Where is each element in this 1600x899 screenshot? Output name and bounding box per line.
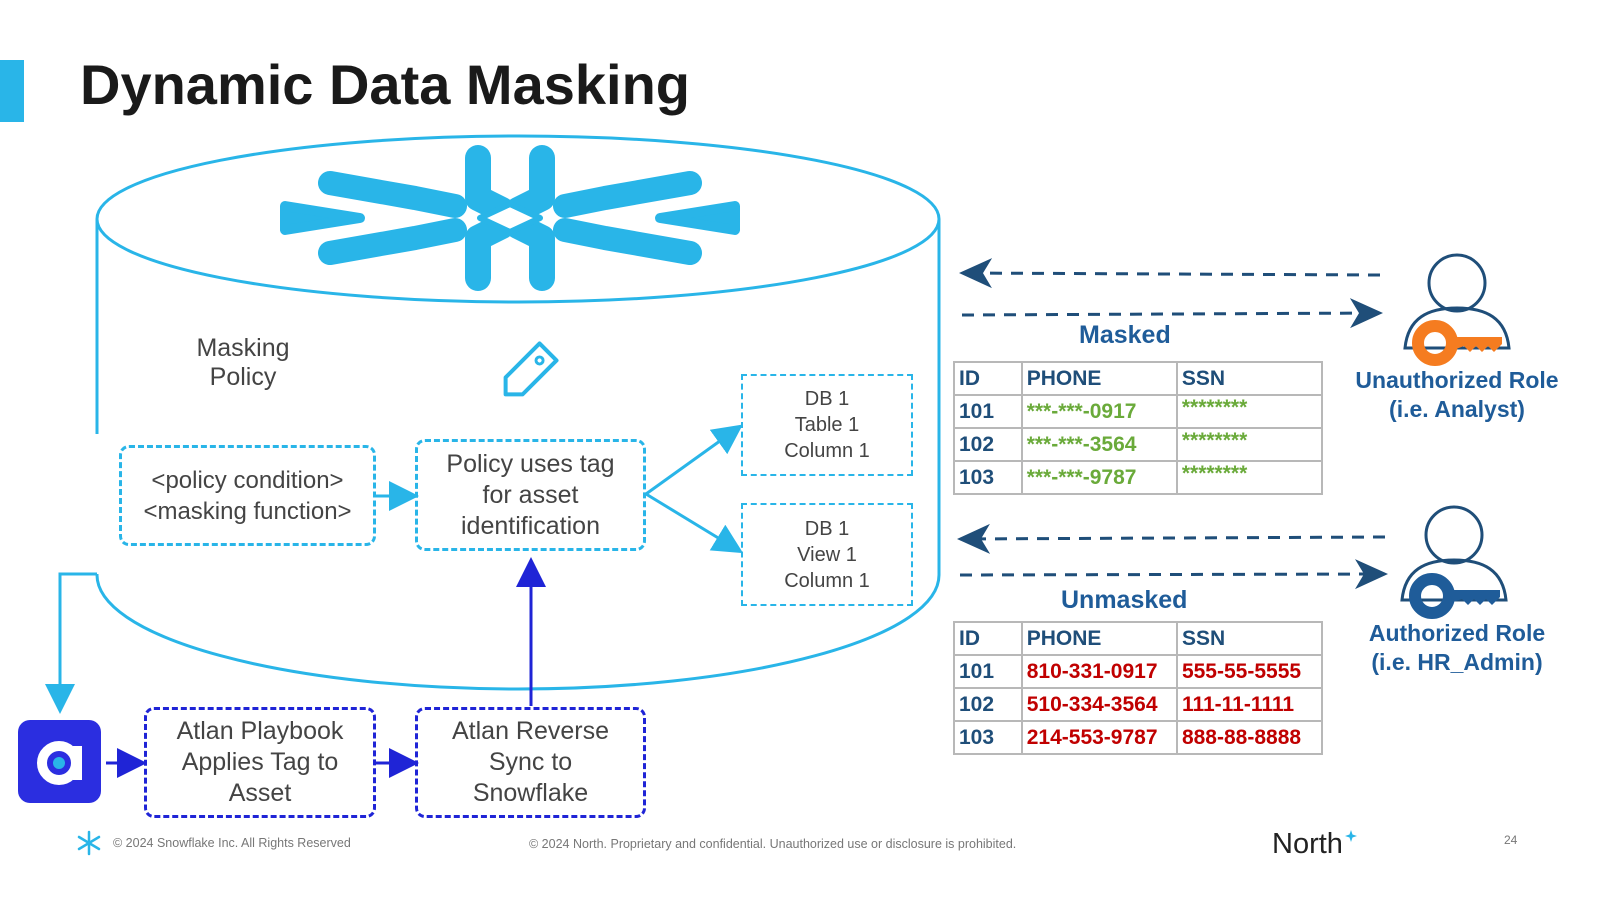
cell-ssn: 555-55-5555	[1175, 654, 1324, 689]
unmasked-label: Unmasked	[1061, 586, 1188, 614]
snowflake-to-atlan-arrow	[45, 572, 97, 714]
unauthorized-user-key-icon	[1403, 253, 1511, 366]
tag-to-view-arrow	[645, 492, 744, 554]
cell-phone: ***-***-9787	[1020, 460, 1178, 495]
cell-ssn: ********	[1175, 394, 1324, 429]
table-row: 101 810-331-0917 555-55-5555	[953, 654, 1324, 689]
authorized-role-label: Authorized Role (i.e. HR_Admin)	[1368, 620, 1546, 675]
title-accent-bar	[0, 60, 24, 122]
cell-phone: 810-331-0917	[1020, 654, 1178, 689]
atlan-reverse-sync-box: Atlan Reverse Sync to Snowflake	[415, 707, 646, 818]
masked-label: Masked	[1079, 321, 1171, 349]
target-view-box: DB 1 View 1 Column 1	[741, 503, 913, 606]
cell-ssn: ********	[1175, 460, 1324, 495]
masked-table: ID PHONE SSN 101 ***-***-0917 ******** 1…	[953, 361, 1324, 495]
cell-phone: ***-***-0917	[1020, 394, 1178, 429]
cell-id: 102	[953, 687, 1023, 722]
unauthorized-role-label: Unauthorized Role (i.e. Analyst)	[1355, 367, 1559, 422]
cell-id: 103	[953, 460, 1023, 495]
cell-ssn: 111-11-1111	[1175, 687, 1324, 722]
table-row: 102 510-334-3564 111-11-1111	[953, 687, 1324, 722]
table-row: 103 ***-***-9787 ********	[953, 460, 1324, 495]
page-number: 24	[1504, 833, 1518, 847]
cell-phone: ***-***-3564	[1020, 427, 1178, 462]
snowflake-icon	[280, 145, 740, 291]
cell-id: 101	[953, 394, 1023, 429]
cell-ssn: ********	[1175, 427, 1324, 462]
cell-ssn: 888-88-8888	[1175, 720, 1324, 755]
column-header-id: ID	[953, 361, 1023, 396]
tag-icon	[503, 341, 559, 397]
unmasked-table: ID PHONE SSN 101 810-331-0917 555-55-555…	[953, 621, 1324, 755]
north-confidentiality-notice: © 2024 North. Proprietary and confidenti…	[529, 837, 1017, 851]
column-header-ssn: SSN	[1175, 621, 1324, 656]
north-logo: North	[1272, 828, 1343, 860]
table-row: 103 214-553-9787 888-88-8888	[953, 720, 1324, 755]
cell-id: 101	[953, 654, 1023, 689]
masking-policy-label: Masking Policy	[196, 334, 290, 391]
column-header-phone: PHONE	[1020, 361, 1178, 396]
table-row: 102 ***-***-3564 ********	[953, 427, 1324, 462]
column-header-id: ID	[953, 621, 1023, 656]
column-header-phone: PHONE	[1020, 621, 1178, 656]
masked-response-arrow	[959, 258, 1381, 289]
masked-table-header: ID PHONE SSN	[953, 361, 1324, 396]
cell-phone: 510-334-3564	[1020, 687, 1178, 722]
tag-identification-box: Policy uses tag for asset identification	[415, 439, 646, 551]
atlan-a-icon	[37, 741, 82, 785]
cell-phone: 214-553-9787	[1020, 720, 1178, 755]
tag-to-table-arrow	[645, 424, 743, 496]
snowflake-copyright: © 2024 Snowflake Inc. All Rights Reserve…	[113, 836, 351, 850]
footer-snowflake-icon	[77, 830, 101, 856]
unmasked-response-arrow	[957, 523, 1386, 554]
slide-title: Dynamic Data Masking	[80, 53, 690, 116]
unmasked-table-header: ID PHONE SSN	[953, 621, 1324, 656]
unauthorized-request-arrow	[961, 298, 1383, 329]
cell-id: 103	[953, 720, 1023, 755]
atlan-logo	[18, 720, 101, 803]
authorized-request-arrow	[959, 559, 1388, 590]
target-table-box: DB 1 Table 1 Column 1	[741, 374, 913, 476]
north-star-icon	[1345, 830, 1357, 842]
column-header-ssn: SSN	[1175, 361, 1324, 396]
cell-id: 102	[953, 427, 1023, 462]
atlan-playbook-box: Atlan Playbook Applies Tag to Asset	[144, 707, 376, 818]
authorized-user-key-icon	[1400, 505, 1508, 619]
table-row: 101 ***-***-0917 ********	[953, 394, 1324, 429]
policy-condition-box: <policy condition> <masking function>	[119, 445, 376, 546]
